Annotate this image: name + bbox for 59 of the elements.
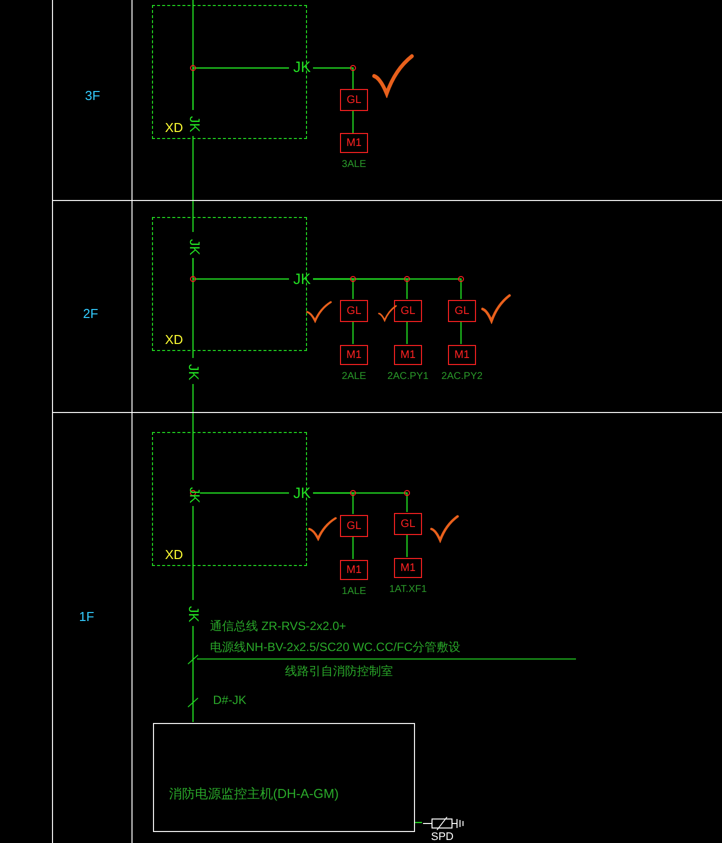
connection-line <box>352 321 354 344</box>
connection-line <box>406 321 408 344</box>
isolator-tag: JK <box>188 482 202 508</box>
floor-row <box>52 412 722 843</box>
module-box: M1 <box>340 345 368 365</box>
connection-line <box>192 626 194 722</box>
connection-line <box>192 67 289 110</box>
module-box: GL <box>394 300 422 322</box>
module-box: GL <box>340 300 368 322</box>
connection-line <box>192 506 194 600</box>
isolator-tag: JK <box>290 485 314 503</box>
isolator-tag: JK <box>188 111 202 137</box>
connection-line <box>352 536 354 559</box>
cable-spec-text: 电源线NH-BV-2x2.5/SC20 WC.CC/FC分管敷设 <box>210 639 461 656</box>
connection-line <box>313 67 354 89</box>
isolator-tag: JK <box>187 601 201 627</box>
connection-line <box>414 822 422 824</box>
module-box: M1 <box>394 558 422 578</box>
connection-line <box>192 136 194 232</box>
module-box: GL <box>340 89 368 111</box>
isolator-tag: JK <box>187 359 201 385</box>
isolator-tag: JK <box>290 59 314 77</box>
box-label: XD <box>165 120 184 135</box>
isolator-tag: JK <box>188 234 202 260</box>
module-box: M1 <box>340 133 368 153</box>
connection-line <box>406 534 408 557</box>
device-label: 消防电源监控主机(DH-A-GM) <box>169 785 339 803</box>
module-box: M1 <box>394 345 422 365</box>
cable-tag: D#-JK <box>213 693 246 707</box>
connection-line <box>313 278 462 299</box>
device-code: 2AC.PY1 <box>386 371 430 382</box>
isolator-tag: JK <box>290 271 314 289</box>
box-label: XD <box>165 332 184 347</box>
module-box: M1 <box>448 345 476 365</box>
device-code: 3ALE <box>340 159 368 170</box>
symbol-label: SPD <box>431 831 454 843</box>
floor-label: 1F <box>79 609 94 624</box>
device-code: 2AC.PY2 <box>440 371 484 382</box>
module-box: GL <box>448 300 476 322</box>
floor-row <box>52 200 722 412</box>
floor-label: 3F <box>85 88 100 103</box>
box-label: XD <box>165 547 184 562</box>
module-box: GL <box>340 515 368 537</box>
connection-line <box>192 258 194 358</box>
source-note: 线路引自消防控制室 <box>285 663 393 680</box>
connection-line <box>313 492 408 512</box>
connection-line <box>192 384 194 480</box>
connection-line <box>352 111 354 133</box>
device-code: 1ALE <box>340 586 368 597</box>
cable-spec-text: 通信总线 ZR-RVS-2x2.0+ <box>210 618 346 635</box>
host-unit-box <box>153 723 415 832</box>
surge-protector <box>423 815 465 843</box>
floor-label: 2F <box>83 306 98 321</box>
connection-line <box>200 492 289 494</box>
device-code: 1AT.XF1 <box>388 584 428 595</box>
module-box: GL <box>394 513 422 535</box>
device-code: 2ALE <box>340 371 368 382</box>
connection-line <box>460 321 462 344</box>
module-box: M1 <box>340 560 368 580</box>
